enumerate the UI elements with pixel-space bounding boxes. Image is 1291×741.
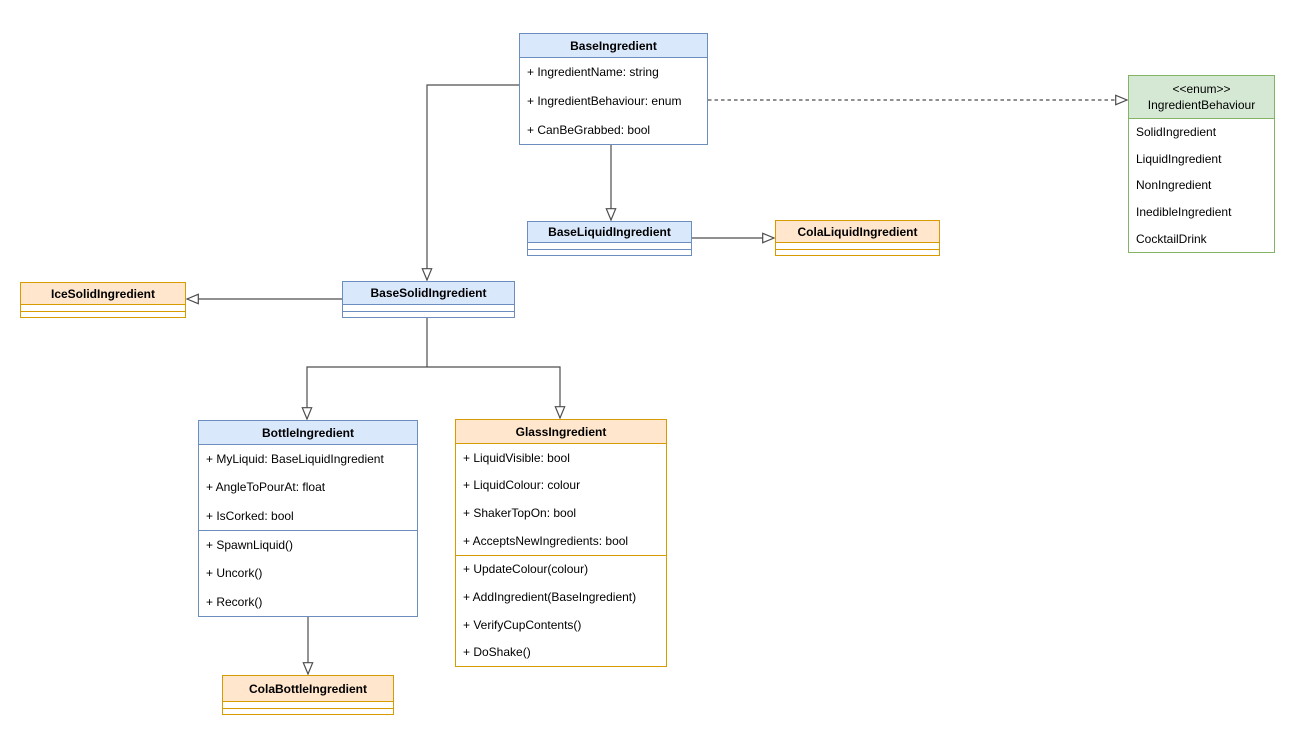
attribute-row: + LiquidVisible: bool [463,450,570,465]
connector-basesolidingredient-glassingredient [427,366,560,418]
class-title-cola-bottle-ingredient: ColaBottleIngredient [223,676,393,702]
attribute-row: + ShakerTopOn: bool [463,506,577,521]
class-title-base-solid-ingredient: BaseSolidIngredient [343,282,514,305]
class-title-cola-liquid-ingredient: ColaLiquidIngredient [776,221,939,243]
empty-method-compartment [776,249,939,255]
class-box-base-liquid-ingredient: BaseLiquidIngredient [527,221,692,256]
method-row: + UpdateColour(colour) [456,554,666,584]
class-title-base-liquid-ingredient: BaseLiquidIngredient [528,222,691,243]
empty-attribute-compartment [776,243,939,249]
class-box-glass-ingredient: GlassIngredient + LiquidVisible: bool + … [455,419,667,667]
enum-header: <<enum>> IngredientBehaviour [1129,76,1274,119]
class-title-base-ingredient: BaseIngredient [520,34,707,58]
enum-value-row: SolidIngredient [1136,125,1217,140]
empty-method-compartment [21,311,185,317]
enum-value-row: NonIngredient [1136,178,1212,193]
method-row: + Uncork() [206,566,263,581]
attribute-row: + AcceptsNewIngredients: bool [463,533,629,548]
class-title-bottle-ingredient: BottleIngredient [199,421,417,445]
class-box-base-solid-ingredient: BaseSolidIngredient [342,281,515,318]
enum-value-row: InedibleIngredient [1136,205,1232,220]
empty-attribute-compartment [21,305,185,311]
attribute-row: + MyLiquid: BaseLiquidIngredient [206,452,384,467]
attribute-row: + IngredientName: string [527,65,659,80]
empty-attribute-compartment [528,243,691,249]
class-box-bottle-ingredient: BottleIngredient + MyLiquid: BaseLiquidI… [198,420,418,617]
attribute-row: + LiquidColour: colour [463,478,581,493]
empty-method-compartment [223,708,393,714]
empty-attribute-compartment [343,305,514,311]
connector-baseingredient-basesolidingredient [427,84,519,280]
class-title-glass-ingredient: GlassIngredient [456,420,666,444]
method-row: + SpawnLiquid() [199,529,417,559]
class-box-cola-bottle-ingredient: ColaBottleIngredient [222,675,394,715]
method-row: + Recork() [206,594,263,609]
method-row: + DoShake() [463,645,531,660]
enum-title: IngredientBehaviour [1147,98,1256,112]
enum-value-row: LiquidIngredient [1136,151,1222,166]
class-title-ice-solid-ingredient: IceSolidIngredient [21,283,185,305]
method-row: + AddIngredient(BaseIngredient) [463,589,637,604]
empty-method-compartment [343,311,514,317]
empty-method-compartment [528,249,691,255]
method-row: + VerifyCupContents() [463,617,582,632]
class-box-cola-liquid-ingredient: ColaLiquidIngredient [775,220,940,256]
class-box-base-ingredient: BaseIngredient + IngredientName: string … [519,33,708,145]
attribute-row: + IngredientBehaviour: enum [527,94,682,108]
class-box-ice-solid-ingredient: IceSolidIngredient [20,282,186,318]
attribute-row: + IsCorked: bool [206,508,294,523]
connector-basesolidingredient-bottleingredient [307,366,427,419]
enum-value-row: CocktailDrink [1136,231,1207,246]
attribute-row: + AngleToPourAt: float [206,480,326,495]
empty-attribute-compartment [223,702,393,708]
attribute-row: + CanBeGrabbed: bool [527,122,651,137]
enum-stereotype: <<enum>> [1172,81,1231,96]
enum-box-ingredient-behaviour: <<enum>> IngredientBehaviour SolidIngred… [1128,75,1275,253]
